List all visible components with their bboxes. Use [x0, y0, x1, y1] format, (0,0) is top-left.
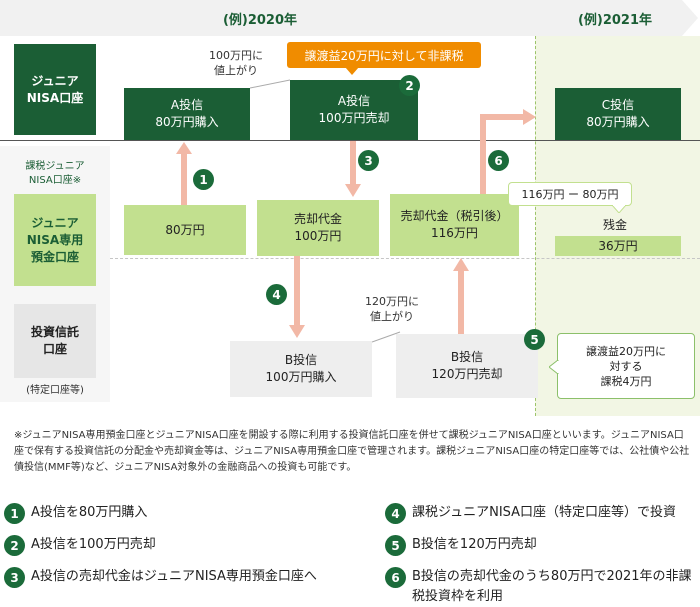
balance-calc-box: 116万円 ー 80万円 [508, 182, 632, 206]
year-2021-divider [535, 36, 536, 416]
a-fund-sell-box: A投信 100万円売却 [290, 80, 418, 140]
specific-account-note: (特定口座等) [26, 384, 84, 396]
legend-badge: 6 [385, 567, 406, 588]
account-divider [110, 258, 700, 259]
timeline-bar [0, 0, 698, 36]
balance-value-box: 36万円 [555, 236, 681, 256]
calc-pointer [612, 205, 626, 213]
arrow-step-4 [294, 256, 300, 326]
footnote: ※ジュニアNISA専用預金口座とジュニアNISA口座を開設する際に利用する投資信… [14, 430, 690, 473]
b-fund-sell-box: B投信 120万円売却 [396, 334, 538, 398]
arrow-step-3 [350, 141, 356, 185]
a-fund-rise-note: 100万円に 値上がり [209, 49, 263, 77]
step-badge-3: 3 [358, 150, 379, 171]
legend-text: A投信を80万円購入 [31, 505, 148, 520]
sale-after-tax-box: 売却代金（税引後） 116万円 [390, 194, 519, 256]
legend-badge: 1 [4, 503, 25, 524]
balance-label: 残金 [602, 217, 627, 232]
cash-80-box: 80万円 [124, 205, 246, 255]
legend-badge: 3 [4, 567, 25, 588]
investment-trust-label: 投資信託 口座 [14, 304, 96, 378]
arrow-step-5 [458, 270, 464, 334]
step-badge-5: 5 [524, 329, 545, 350]
legend-badge: 4 [385, 503, 406, 524]
legend-text: A投信の売却代金はジュニアNISA専用預金口座へ [31, 569, 317, 584]
step-badge-6: 6 [488, 150, 509, 171]
legend-text: B投信を120万円売却 [412, 537, 537, 552]
b-fund-rise-connector [372, 331, 401, 343]
legend-badge: 5 [385, 535, 406, 556]
legend-text: 課税ジュニアNISA口座（特定口座等）で投資 [412, 505, 677, 520]
nontaxable-gain-banner: 譲渡益20万円に対して非課税 [287, 42, 481, 68]
a-fund-buy-box: A投信 80万円購入 [124, 88, 250, 140]
junior-nisa-deposit-label: ジュニア NISA専用 預金口座 [14, 194, 96, 286]
sale-proceeds-box: 売却代金 100万円 [257, 200, 379, 256]
c-fund-buy-box: C投信 80万円購入 [555, 88, 681, 140]
step-badge-1: 1 [193, 169, 214, 190]
year-2020-label: (例)2020年 [222, 12, 298, 28]
legend-badge: 2 [4, 535, 25, 556]
b-fund-rise-note: 120万円に 値上がり [365, 295, 419, 323]
banner-pointer [345, 67, 359, 75]
step-badge-2: 2 [399, 75, 420, 96]
arrow-step-1 [181, 153, 187, 205]
taxable-junior-nisa-label: 課税ジュニア NISA口座※ [25, 161, 85, 186]
b-fund-buy-box: B投信 100万円購入 [230, 341, 372, 397]
step-badge-4: 4 [266, 284, 287, 305]
junior-nisa-account-label: ジュニア NISA口座 [14, 44, 96, 135]
taxed-gain-box: 譲渡益20万円に 対する 課税4万円 [557, 333, 695, 399]
legend-text: A投信を100万円売却 [31, 537, 156, 552]
arrow-step-6 [480, 114, 486, 194]
flow-arrows [176, 109, 536, 338]
legend-text: B投信の売却代金のうち80万円で2021年の非課税投資枠を利用 [412, 569, 692, 604]
legend-list: 1 A投信を80万円購入 2 A投信を100万円売却 3 A投信の売却代金はジュ… [4, 500, 700, 604]
year-2021-label: (例)2021年 [577, 12, 653, 28]
a-fund-rise-connector [250, 79, 290, 89]
tax-box-pointer [549, 360, 559, 374]
nisa-baseline [0, 140, 700, 141]
